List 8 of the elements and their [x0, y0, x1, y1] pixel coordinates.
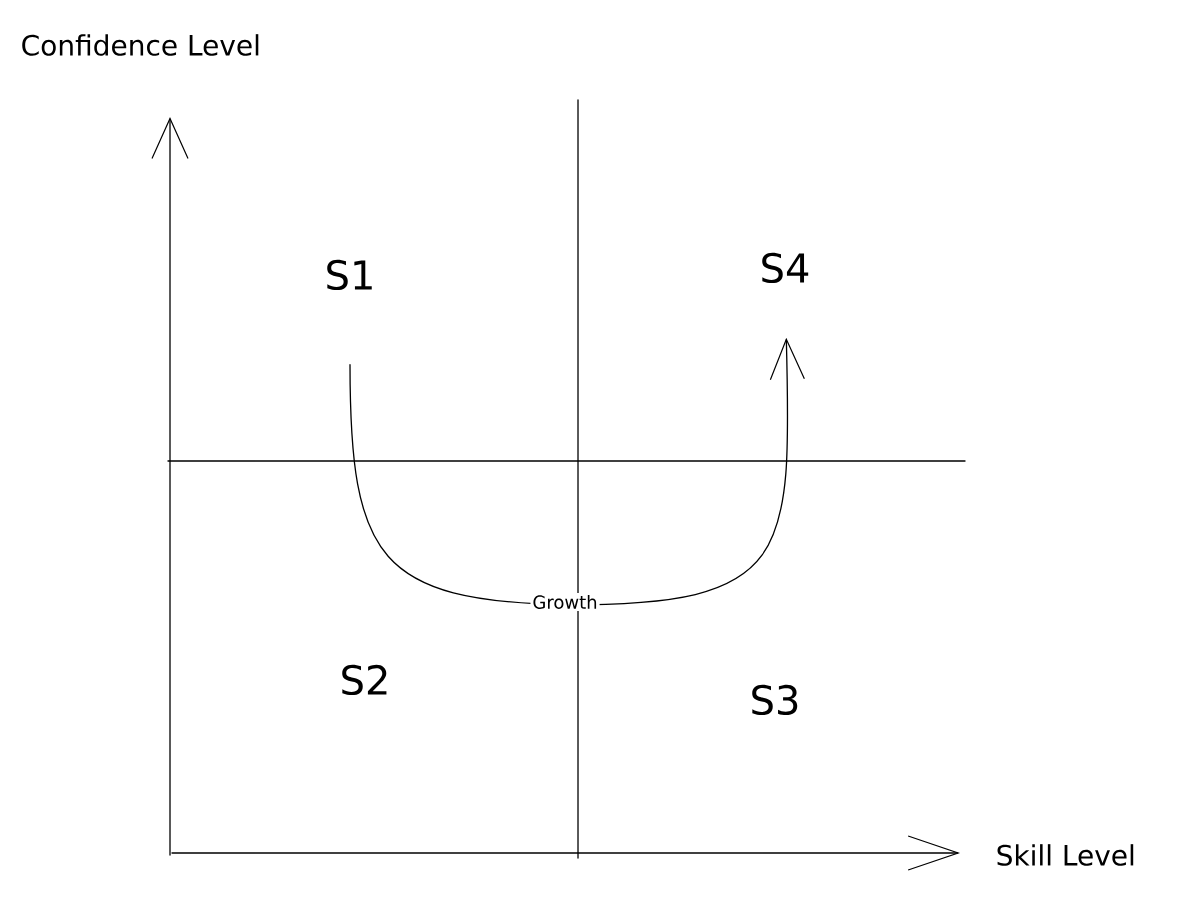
axis-label: Confidence Level: [22, 34, 259, 56]
quadrant-label: S3: [752, 684, 798, 716]
axis-label: Skill Level: [997, 844, 1134, 866]
edge-label: Growth: [530, 593, 600, 611]
quadrant-label: S2: [342, 664, 387, 696]
curved-arrow: [349, 337, 805, 606]
quadrant-label: S1: [327, 259, 372, 291]
quadrant-label: S4: [762, 252, 809, 284]
